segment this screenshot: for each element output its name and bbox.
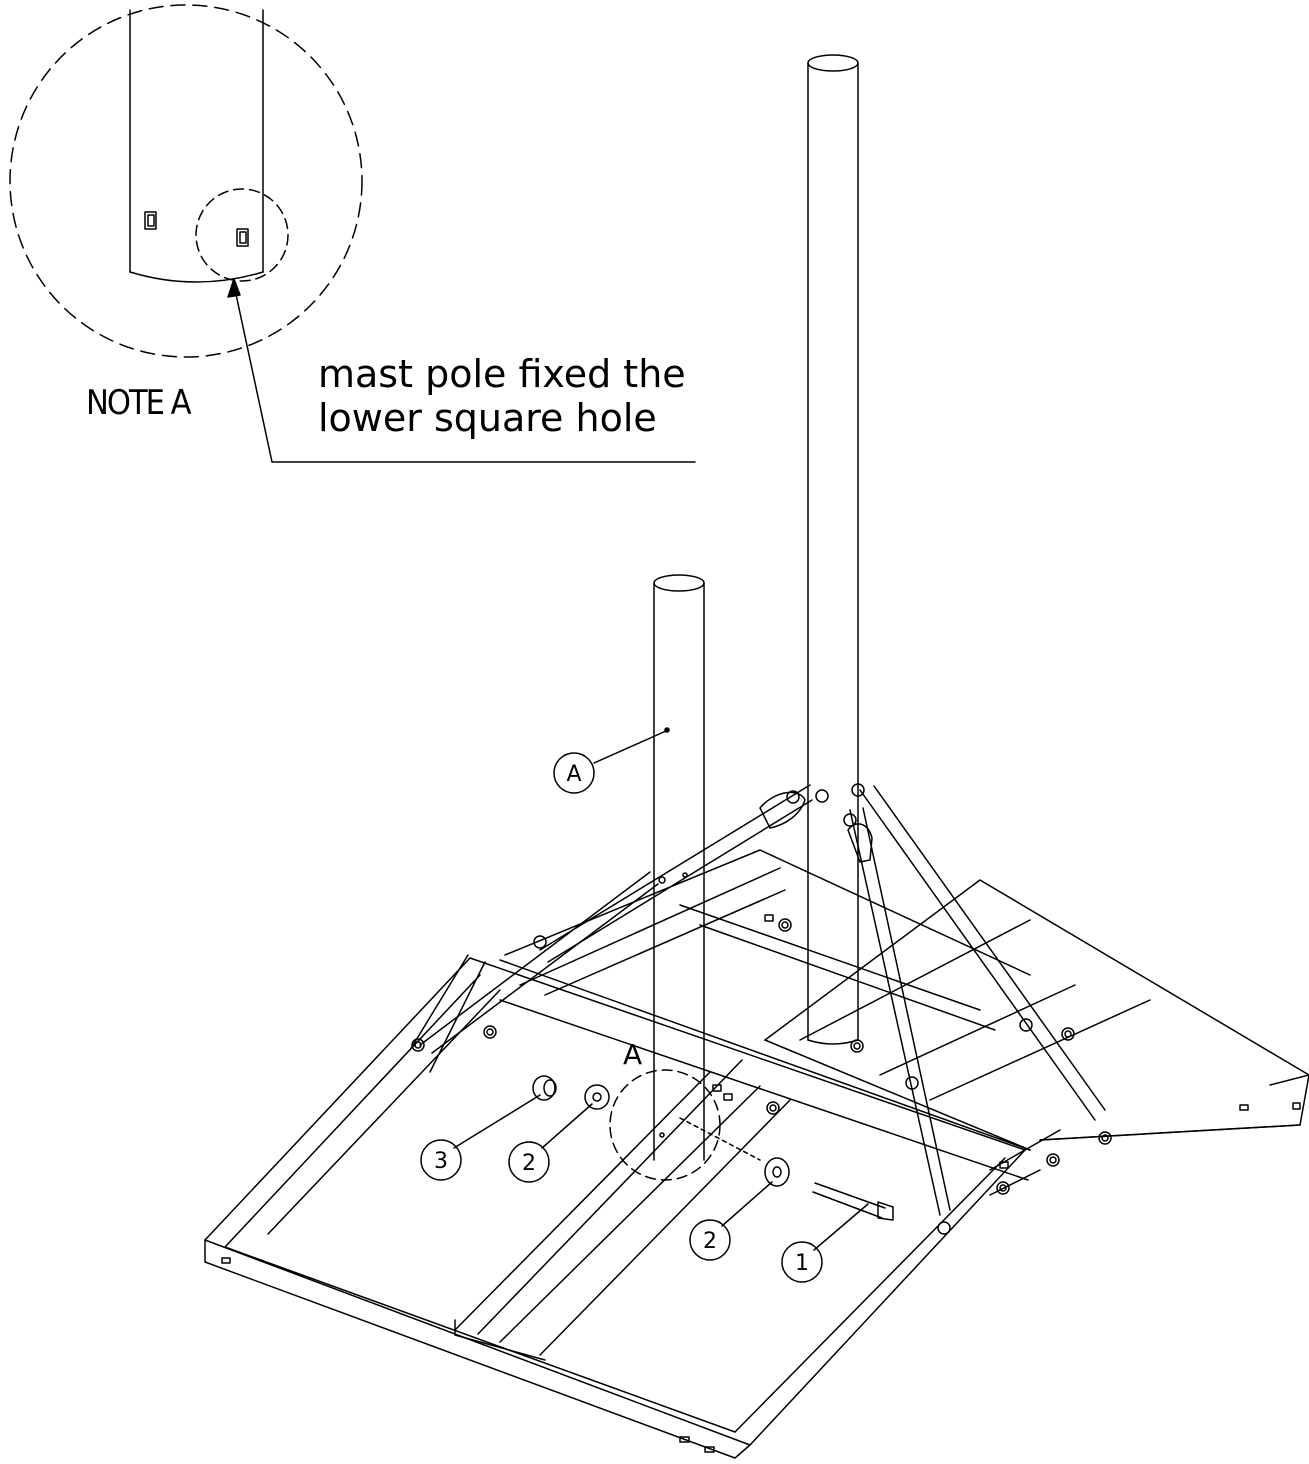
note-a-label: NOTE A bbox=[86, 383, 192, 423]
callout-2b-label: 2 bbox=[703, 1229, 717, 1254]
detail-view-circle bbox=[9, 4, 363, 358]
callout-2a-label: 2 bbox=[522, 1151, 536, 1176]
hardware-parts bbox=[532, 1075, 894, 1221]
callout-1 bbox=[781, 1203, 869, 1283]
callout-a-label: A bbox=[566, 762, 581, 787]
short-mast-pole bbox=[653, 574, 705, 1161]
note-a-text: mast pole fixed the lower square hole bbox=[318, 352, 686, 440]
note-a-text-line-2: lower square hole bbox=[318, 396, 657, 440]
callout-3 bbox=[420, 1094, 541, 1181]
callout-3-label: 3 bbox=[434, 1149, 448, 1174]
note-leader-arrow bbox=[227, 278, 696, 463]
callout-2a bbox=[508, 1103, 593, 1183]
base-frame bbox=[204, 849, 1309, 1459]
callout-a bbox=[553, 730, 667, 794]
detail-a-marker-label: A bbox=[623, 1038, 643, 1071]
callout-1-label: 1 bbox=[795, 1251, 809, 1276]
support-struts bbox=[419, 783, 1106, 1235]
callout-2b bbox=[689, 1181, 773, 1261]
tall-mast-pole bbox=[807, 54, 859, 1045]
note-a-text-line-1: mast pole fixed the bbox=[318, 352, 686, 396]
detail-a-marker-circle bbox=[609, 1069, 721, 1181]
